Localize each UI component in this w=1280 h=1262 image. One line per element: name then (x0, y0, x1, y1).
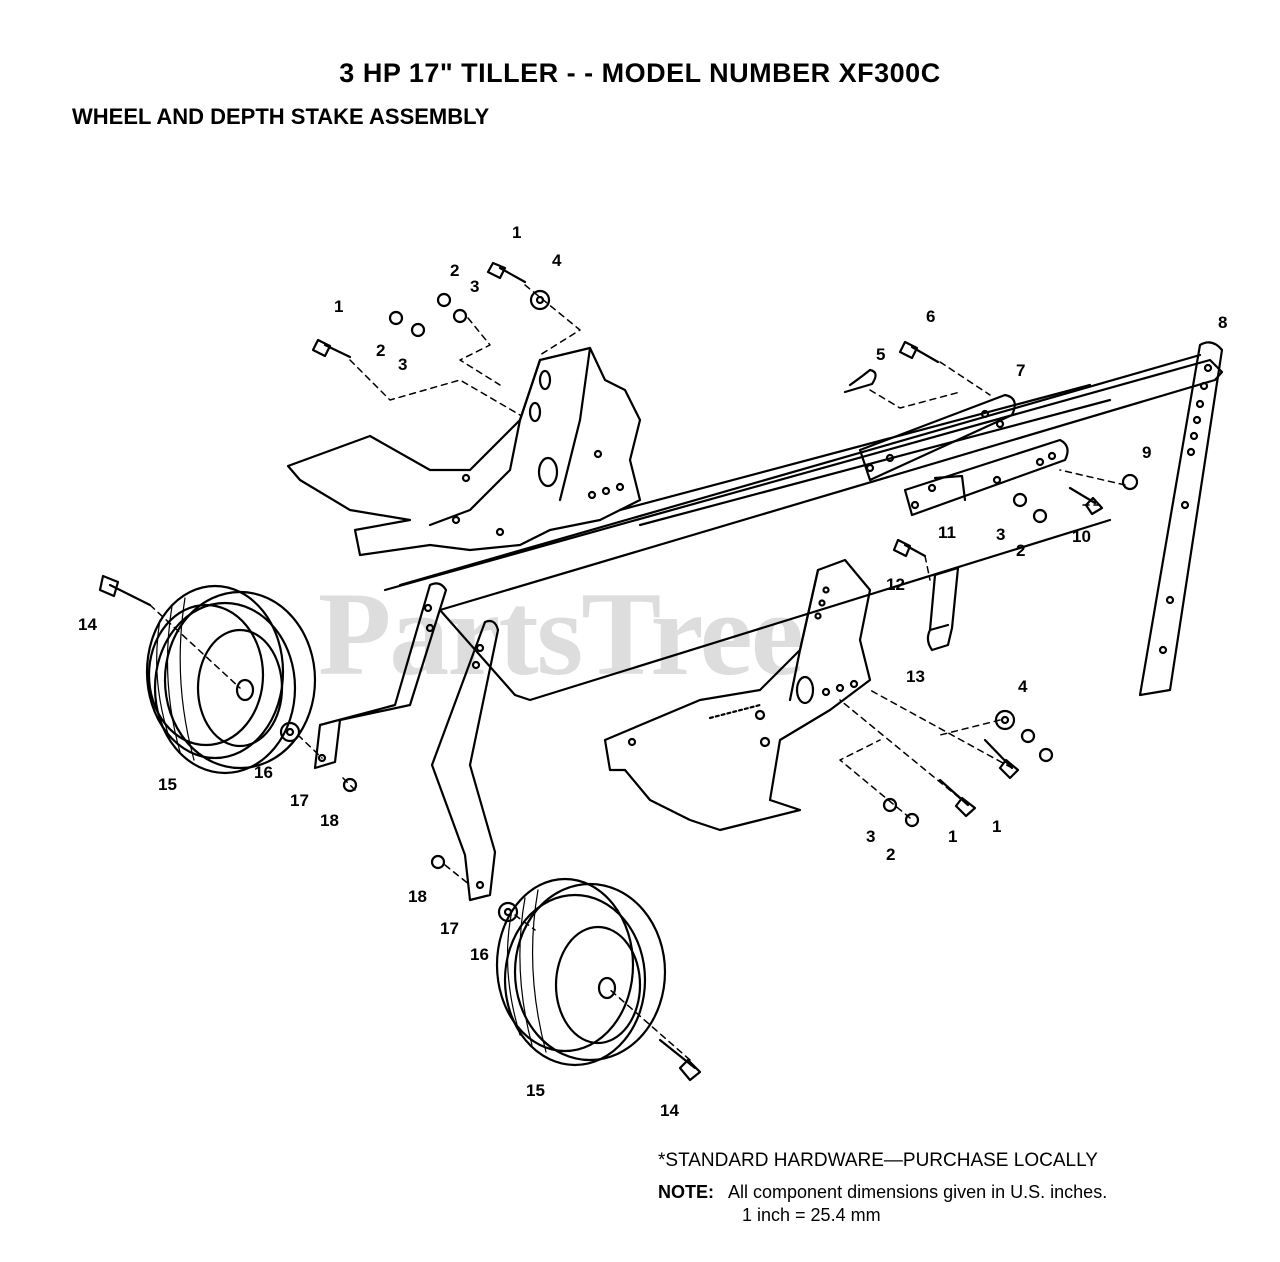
callout-15: 15 (158, 775, 177, 794)
left-bracket-assembly (286, 346, 642, 557)
callout-7: 7 (1016, 361, 1025, 380)
main-frame-bar (383, 353, 1224, 702)
callout-18: 18 (320, 811, 339, 830)
right-wheel-arm (430, 619, 500, 902)
note-label: NOTE: (658, 1182, 714, 1202)
conversion-note: 1 inch = 25.4 mm (742, 1205, 881, 1225)
callout-6: 6 (926, 307, 935, 326)
right-wheel (495, 877, 667, 1067)
bolts (98, 261, 1104, 1082)
callout-3: 3 (398, 355, 407, 374)
standard-hardware-note: *STANDARD HARDWARE—PURCHASE LOCALLY (658, 1150, 1098, 1171)
callout-2: 2 (1016, 541, 1025, 560)
callout-8: 8 (1218, 313, 1227, 332)
reference-lines (149, 284, 1126, 1061)
callout-3: 3 (996, 525, 1005, 544)
callout-1: 1 (948, 827, 957, 846)
watermark: PartsTree (318, 567, 804, 700)
callout-5: 5 (876, 345, 885, 364)
callout-12: 12 (886, 575, 905, 594)
dimension-note: NOTE: All component dimensions given in U… (658, 1182, 1107, 1203)
callout-1: 1 (512, 223, 521, 242)
right-bracket-assembly (603, 558, 872, 832)
diagram-subtitle: WHEEL AND DEPTH STAKE ASSEMBLY (72, 104, 490, 129)
depth-stake-clip (926, 566, 960, 652)
bracket-plates (858, 393, 1069, 517)
callout-1: 1 (334, 297, 343, 316)
diagram-title: 3 HP 17" TILLER - - MODEL NUMBER XF300C (339, 58, 941, 88)
callout-11: 11 (938, 523, 956, 542)
callout-10: 10 (1072, 527, 1091, 546)
depth-stake (1138, 341, 1224, 697)
callout-2: 2 (886, 845, 895, 864)
callout-4: 4 (1018, 677, 1028, 696)
callout-15: 15 (526, 1081, 545, 1100)
callout-2: 2 (450, 261, 459, 280)
callout-9: 9 (1142, 443, 1151, 462)
callout-3: 3 (470, 277, 479, 296)
callout-13: 13 (906, 667, 925, 686)
left-wheel-arm (313, 582, 448, 770)
callout-16: 16 (254, 763, 273, 782)
left-wheel (145, 584, 317, 775)
callout-17: 17 (440, 919, 459, 938)
callout-3: 3 (866, 827, 875, 846)
callout-16: 16 (470, 945, 489, 964)
callout-4: 4 (552, 251, 562, 270)
note-text: All component dimensions given in U.S. i… (728, 1182, 1108, 1202)
callout-17: 17 (290, 791, 309, 810)
callout-14: 14 (660, 1101, 679, 1120)
callout-1: 1 (992, 817, 1001, 836)
callout-14: 14 (78, 615, 97, 634)
callout-18: 18 (408, 887, 427, 906)
nuts-washers (279, 289, 1139, 923)
callout-2: 2 (376, 341, 385, 360)
